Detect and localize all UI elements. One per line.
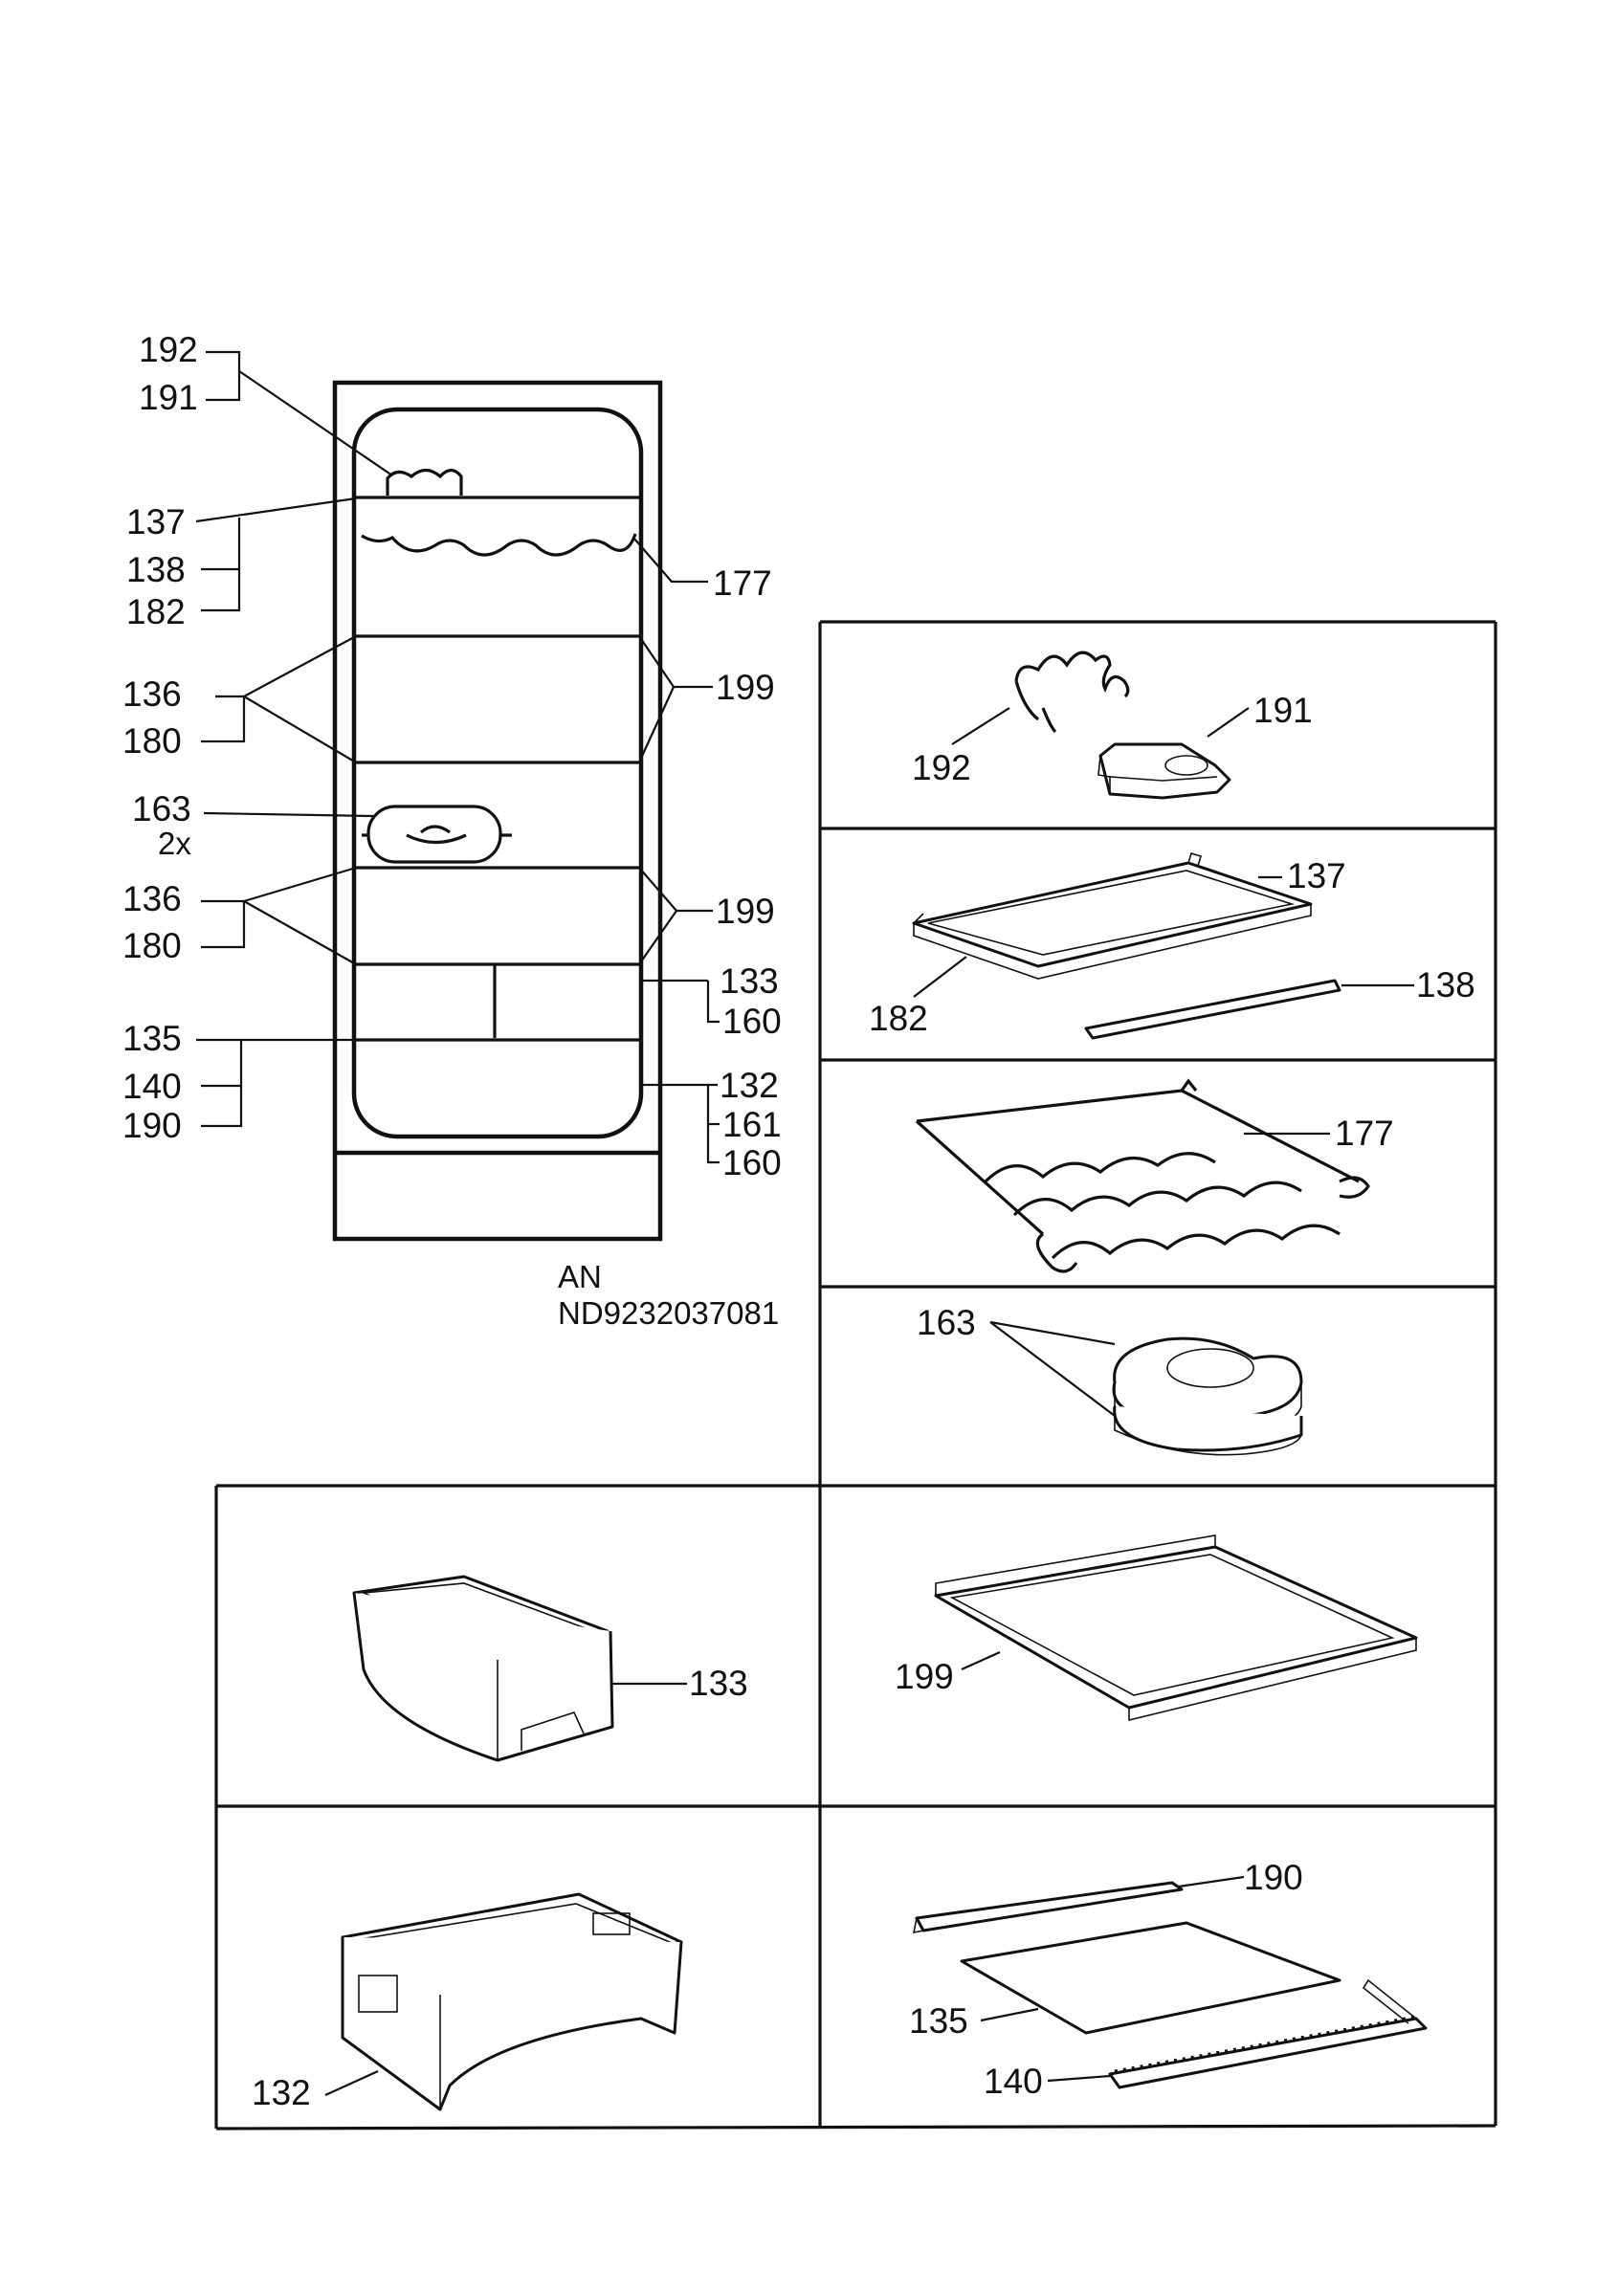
label-177: 177 (713, 563, 772, 603)
label-132: 132 (720, 1066, 779, 1105)
label-199-lower: 199 (716, 892, 775, 931)
panel7-label-132: 132 (252, 2073, 311, 2112)
label-140: 140 (122, 1067, 182, 1106)
egg-tray-icon (366, 805, 502, 864)
panel1-label-192: 192 (912, 748, 971, 787)
label-199-upper: 199 (716, 668, 775, 707)
shelf-trim-icon (1084, 979, 1341, 1040)
leaders-right (632, 537, 720, 1164)
label-133: 133 (720, 961, 779, 1001)
panel3-label-177: 177 (1335, 1114, 1394, 1153)
fridge-inner-liner (351, 407, 644, 1139)
fridge-cabinet-outline (332, 380, 663, 1242)
bottle-holder-icon (1098, 742, 1231, 800)
label-161: 161 (722, 1105, 782, 1144)
panel-4-egg-trays: 163 (917, 1303, 1303, 1456)
panel5-label-133: 133 (689, 1664, 748, 1703)
panel-6-glass-shelf: 199 (895, 1534, 1418, 1722)
label-180-lower: 180 (122, 926, 182, 965)
panel-3-wine-rack: 177 (915, 1078, 1394, 1273)
panel-grid (214, 620, 1497, 2130)
leaders-left (195, 350, 393, 1128)
label-182: 182 (126, 592, 186, 631)
panel8-label-135: 135 (909, 2001, 968, 2041)
bottle-clip-icon (386, 468, 463, 496)
front-trim-190-icon (915, 1881, 1184, 1932)
diagram-code-line2: ND9232037081 (558, 1295, 779, 1331)
label-160-lower: 160 (722, 1143, 782, 1182)
label-163: 163 (132, 789, 191, 828)
label-192: 192 (139, 330, 198, 369)
label-191: 191 (139, 378, 198, 417)
label-138: 138 (126, 550, 186, 589)
rear-trim-140-icon (1108, 2017, 1428, 2089)
panel8-label-140: 140 (984, 2062, 1043, 2101)
panel-5-drawer: 133 (352, 1575, 748, 1762)
panel-8-glass-plate: 190 135 140 (909, 1858, 1428, 2101)
panel-2-glass-shelf: 137 182 138 (869, 852, 1475, 1040)
panel-1-clips: 192 191 (912, 651, 1313, 800)
panel2-label-137: 137 (1287, 856, 1346, 895)
label-136-lower: 136 (122, 879, 182, 918)
panel2-label-182: 182 (869, 999, 928, 1038)
label-160-upper: 160 (722, 1002, 782, 1041)
label-135: 135 (122, 1019, 182, 1058)
glass-plate-135-icon (960, 1921, 1341, 2035)
label-163-qty: 2x (158, 826, 191, 861)
panel8-label-190: 190 (1244, 1858, 1303, 1897)
wine-rack-icon (916, 1089, 1360, 1183)
label-137: 137 (126, 502, 186, 541)
label-190: 190 (122, 1106, 182, 1145)
bottle-wire-clip-icon (1014, 651, 1130, 698)
label-180-upper: 180 (122, 721, 182, 761)
panel4-label-163: 163 (917, 1303, 976, 1342)
panel-7-drawer: 132 (252, 1892, 683, 2112)
diagram-code-line1: AN (558, 1259, 602, 1294)
fridge-overview: 192 191 137 138 182 136 180 163 2x 136 1… (122, 330, 782, 1331)
label-136-upper: 136 (122, 674, 182, 714)
wine-rack-wave (361, 533, 637, 557)
panel2-label-138: 138 (1416, 965, 1475, 1004)
panel6-label-199: 199 (895, 1657, 954, 1696)
panel1-label-191: 191 (1253, 691, 1313, 730)
